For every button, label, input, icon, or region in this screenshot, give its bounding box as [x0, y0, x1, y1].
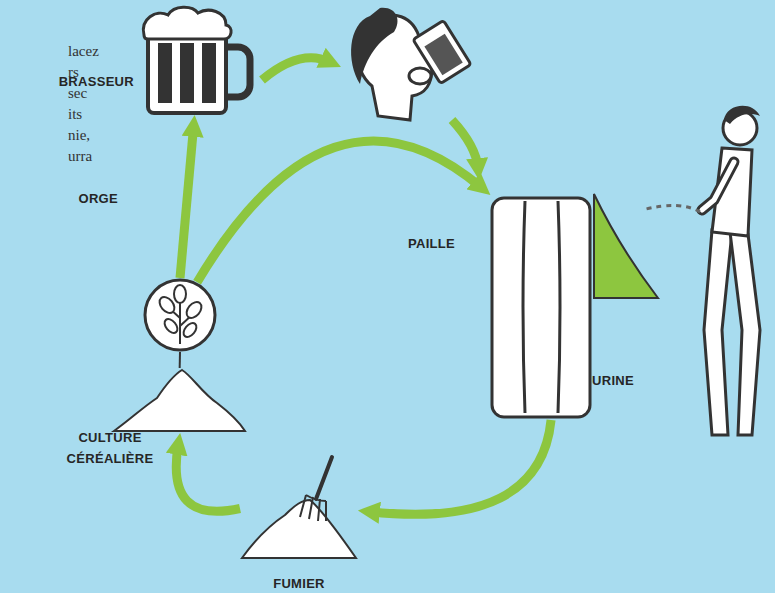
- node-label: FUMIER: [240, 573, 358, 593]
- barley-grain: [181, 321, 199, 340]
- manure-pile-shape: [240, 455, 358, 560]
- flow-arrow: [370, 420, 551, 514]
- leg: [704, 230, 732, 435]
- flow-arrow: [180, 127, 194, 278]
- barley-grain: [157, 294, 178, 316]
- drinker-head: [351, 8, 471, 120]
- mug-stripe: [180, 43, 194, 103]
- node-label: BRASSEUR: [52, 71, 134, 92]
- arm-outline: [702, 162, 734, 210]
- pile-shape: [242, 500, 356, 558]
- flow-arrow: [452, 120, 478, 168]
- cut-off-paragraph: lacez rs sec its nie, urra: [68, 41, 99, 167]
- node-label: URINE: [592, 370, 662, 391]
- mug-handle: [226, 47, 250, 97]
- barley-grain: [174, 285, 186, 303]
- mug-stripe: [202, 43, 216, 103]
- barley-circle-shape: [143, 278, 217, 352]
- bale-outline: [492, 198, 590, 417]
- hand: [409, 68, 431, 84]
- bale-divider: [523, 201, 560, 413]
- plant-stem: [179, 352, 181, 368]
- crop-pile: CULTURE CÉRÉALIÈRE: [112, 368, 247, 433]
- urine-stream: [642, 205, 700, 212]
- flow-arrow: [262, 58, 330, 80]
- node-label: CULTURE CÉRÉALIÈRE: [55, 427, 165, 469]
- barley-grain: [184, 299, 205, 321]
- urine-splash: URINE: [592, 192, 660, 300]
- node-label: ORGE: [68, 188, 118, 209]
- pile-shape: [114, 370, 245, 431]
- straw-bale: PAILLE: [490, 195, 592, 420]
- barley-grain: [162, 317, 180, 336]
- urine-triangle: [594, 194, 658, 298]
- crop-pile-shape: [112, 368, 247, 433]
- hair: [351, 8, 397, 84]
- fork-tines: [300, 495, 326, 521]
- glass-beer: [424, 34, 462, 76]
- man-figure: [642, 106, 760, 435]
- arm: [702, 162, 734, 210]
- barley-circle: ORGE: [143, 278, 217, 352]
- leg: [730, 232, 760, 435]
- mug-stripe: [158, 43, 172, 103]
- manure-pile: FUMIER: [240, 455, 358, 560]
- beer-foam: [143, 7, 231, 39]
- flow-arrow: [197, 141, 481, 282]
- flow-arrow: [176, 445, 240, 511]
- hair: [724, 106, 760, 124]
- node-label: PAILLE: [408, 233, 478, 254]
- beer-mug: BRASSEUR: [140, 5, 252, 115]
- straw-bale-shape: [490, 195, 592, 420]
- circle-outline: [145, 280, 215, 350]
- fork-handle: [316, 457, 332, 499]
- urine-splash-shape: [592, 192, 660, 300]
- beer-mug-shape: [140, 5, 252, 115]
